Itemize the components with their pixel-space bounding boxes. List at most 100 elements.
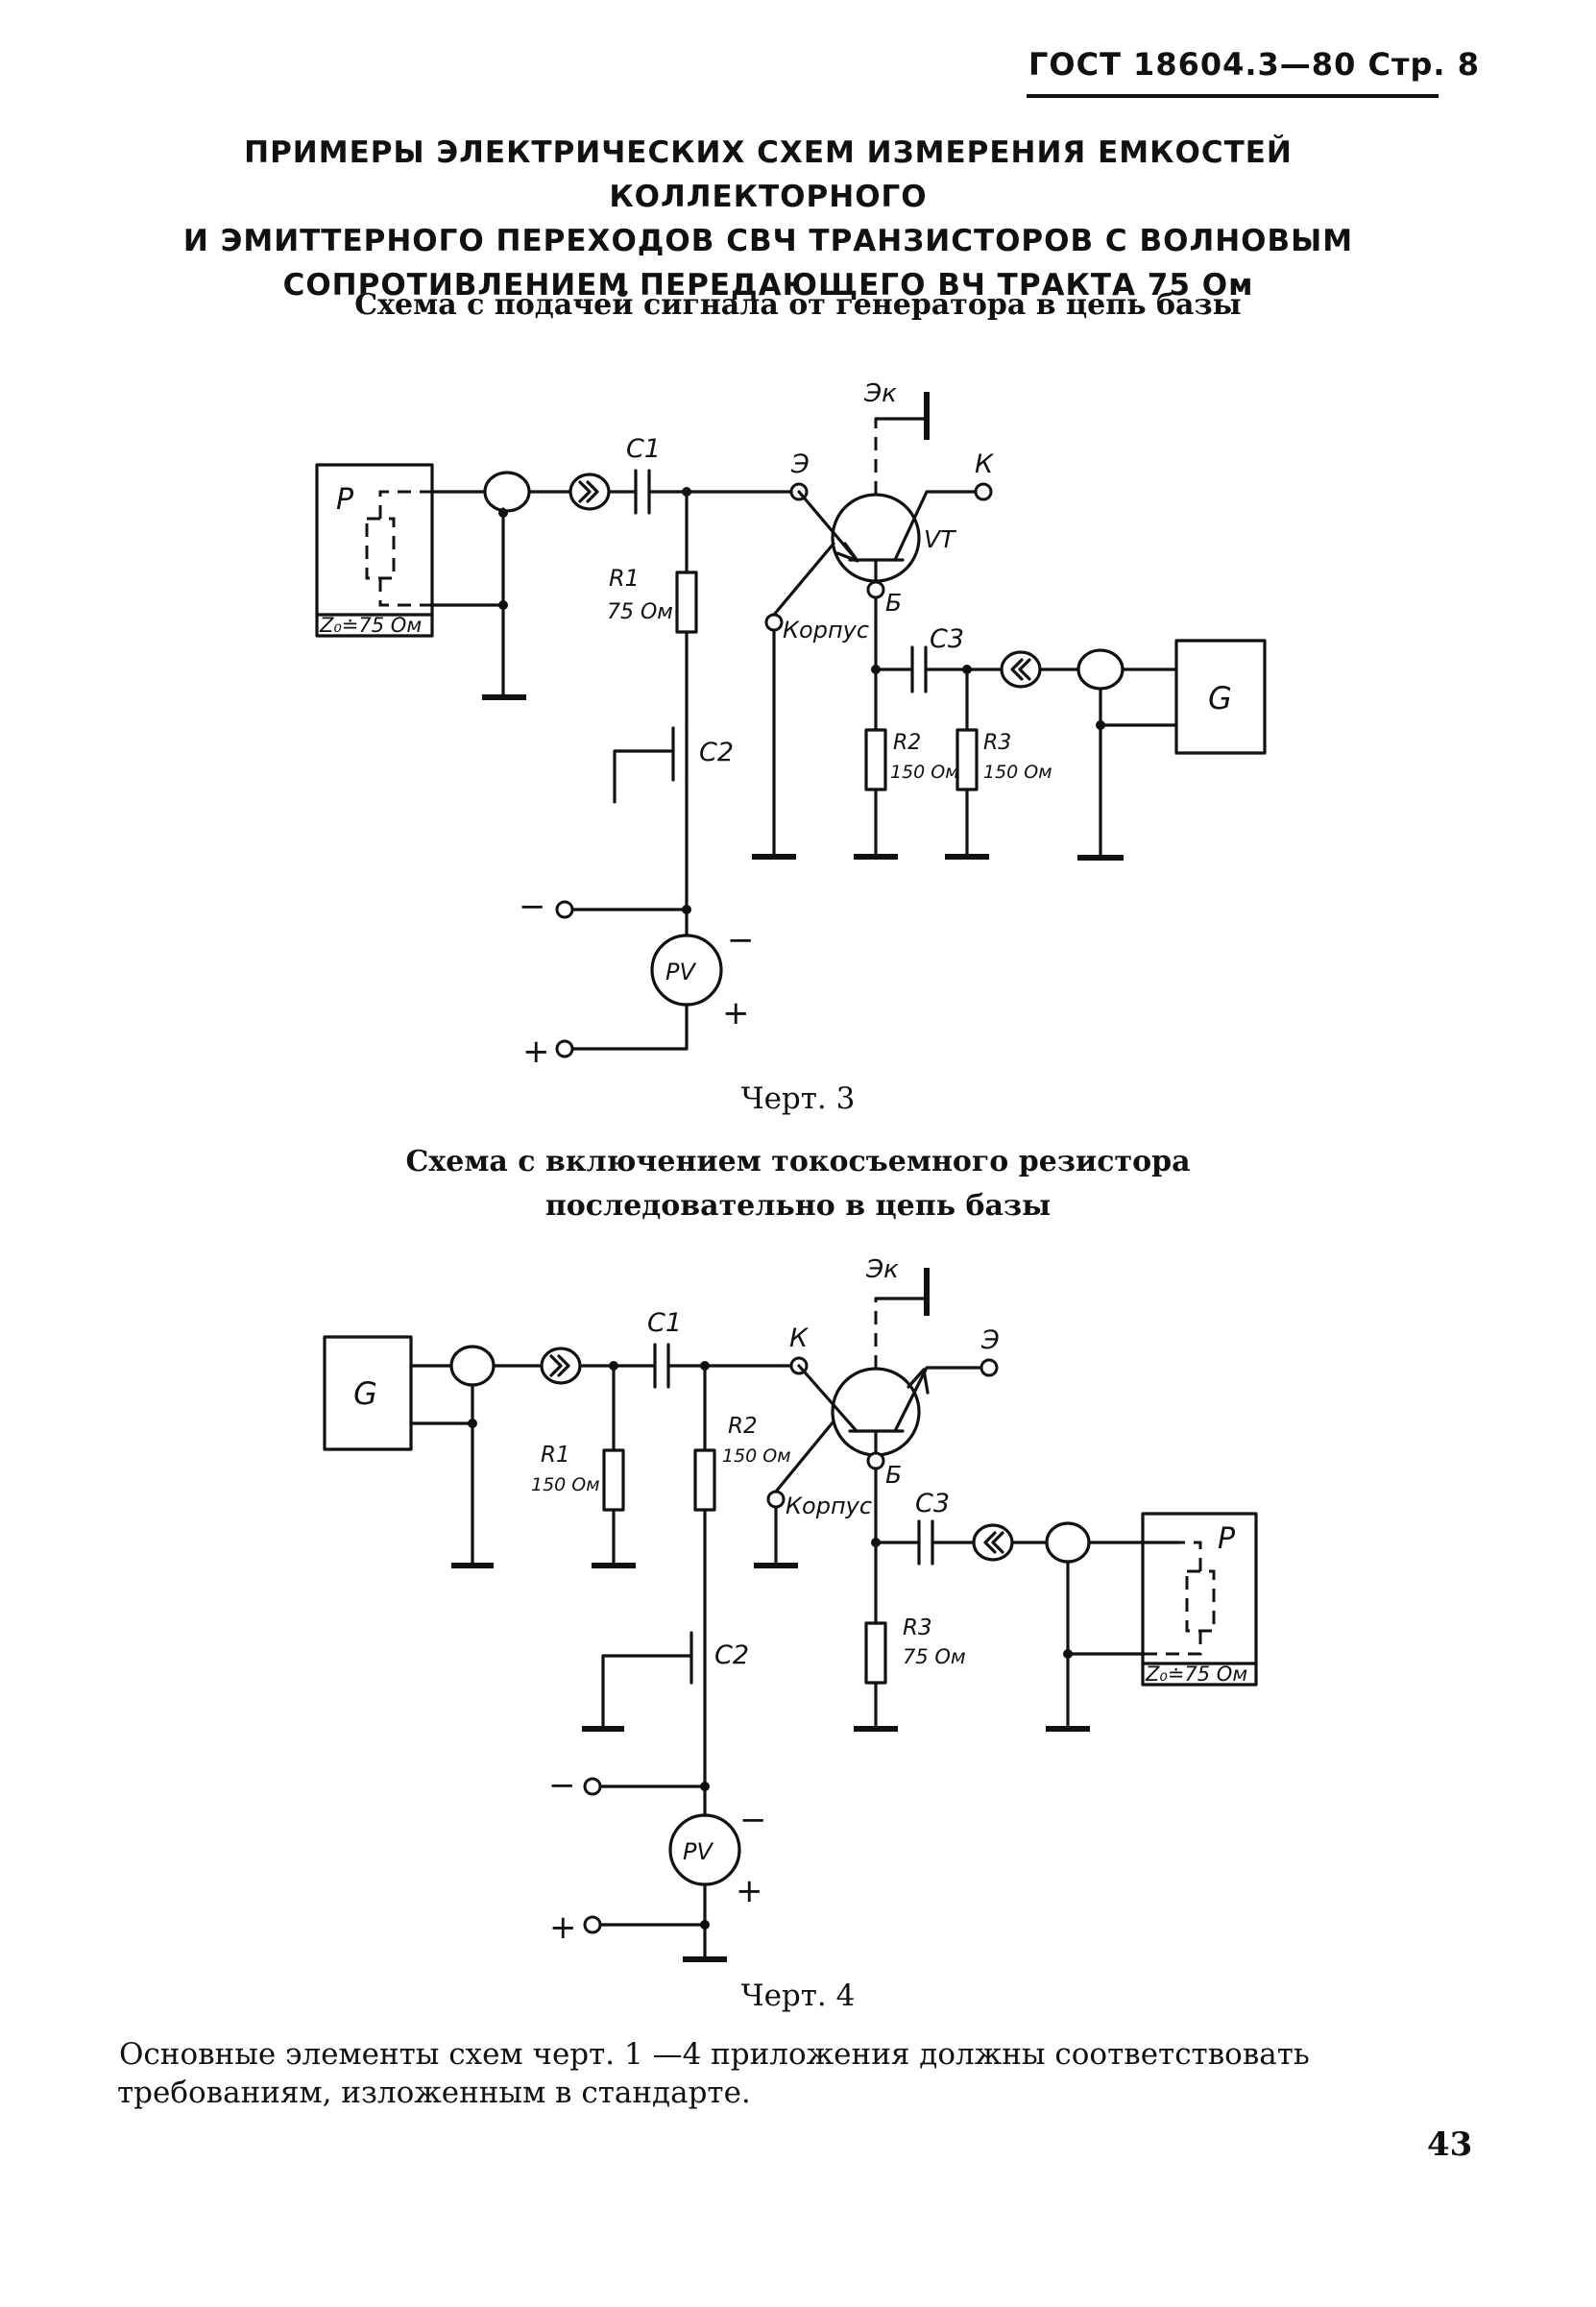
collector-lead	[797, 1364, 858, 1433]
footnote: Основные элементы схем черт. 1 —4 прилож…	[117, 2035, 1483, 2112]
r1-label: R1	[609, 565, 640, 592]
plus-terminal-label: +	[522, 1032, 550, 1071]
shield-label: Эк	[865, 1255, 899, 1284]
figure4-schematic: G R1 150 Ом C1 К R2 150 Ом C2 − PV − + +	[323, 1255, 1258, 1962]
r2-value: 150 Ом	[722, 1445, 791, 1467]
document-title: ПРИМЕРЫ ЭЛЕКТРИЧЕСКИХ СХЕМ ИЗМЕРЕНИЯ ЕМК…	[86, 131, 1450, 307]
r2-label: R2	[893, 731, 921, 755]
load-resistor-dashed	[1185, 1569, 1216, 1633]
page-header: ГОСТ 18604.3—80 Стр. 8	[1028, 46, 1480, 83]
base-terminal[interactable]	[866, 580, 885, 599]
r3-resistor	[864, 1621, 887, 1685]
base-terminal[interactable]	[866, 1451, 885, 1470]
r3-value: 75 Ом	[903, 1645, 966, 1668]
junction	[498, 508, 508, 518]
receiver-label: P	[336, 483, 354, 517]
emitter-label: Э	[790, 449, 810, 479]
r3-resistor	[955, 728, 979, 791]
figure4-label: Черт. 4	[740, 1979, 856, 2013]
load-resistor-dashed	[365, 517, 396, 580]
coax-connector	[449, 1345, 496, 1387]
figure4-caption: Схема с включением токосъемного резистор…	[0, 1140, 1596, 1228]
emitter-terminal[interactable]	[979, 1358, 999, 1377]
collector-terminal[interactable]	[974, 482, 993, 501]
receiver-box	[1141, 1512, 1258, 1687]
c2-label: C2	[714, 1640, 749, 1670]
case-lead	[772, 542, 835, 617]
header-rule	[1027, 94, 1439, 98]
coax-connector	[483, 471, 531, 513]
emitter-lead	[893, 1366, 983, 1433]
r2-value: 150 Ом	[890, 762, 959, 783]
zo-label: Z₀≐75 Ом	[1145, 1663, 1247, 1686]
minus-terminal[interactable]	[555, 900, 574, 919]
coax-connector	[1076, 648, 1124, 691]
load-leads	[378, 490, 432, 607]
c1-label: C1	[626, 434, 661, 464]
shield-label: Эк	[863, 379, 897, 408]
base-label: Б	[885, 1461, 902, 1489]
junction	[498, 600, 508, 610]
receiver-label: P	[1218, 1522, 1236, 1556]
r1-value: 150 Ом	[531, 1474, 600, 1495]
c3-label: C3	[930, 624, 964, 654]
footnote-line: требованиям, изложенным в стандарте.	[117, 2076, 751, 2110]
attenuator-chevrons	[578, 480, 599, 503]
pv-plus-label: +	[736, 1872, 763, 1910]
wire	[613, 749, 675, 804]
load-leads	[1143, 1541, 1202, 1656]
pv-minus-label: −	[727, 921, 755, 959]
figure3-label: Черт. 3	[740, 1081, 856, 1116]
r1-resistor	[602, 1448, 625, 1512]
r1-resistor	[675, 571, 698, 634]
receiver-box	[315, 463, 434, 638]
caption-line: последовательно в цепь базы	[544, 1189, 1052, 1223]
zo-label: Z₀≐75 Ом	[319, 614, 422, 637]
figure3-caption: Схема с подачей сигнала от генератора в …	[354, 288, 1242, 322]
attenuator-chevrons	[549, 1354, 570, 1377]
title-line: ПРИМЕРЫ ЭЛЕКТРИЧЕСКИХ СХЕМ ИЗМЕРЕНИЯ ЕМК…	[244, 135, 1293, 214]
coax-connector	[1045, 1521, 1091, 1564]
r3-label: R3	[983, 731, 1011, 755]
r3-value: 150 Ом	[983, 762, 1052, 783]
plus-terminal[interactable]	[583, 1915, 602, 1934]
case-label: Корпус	[783, 617, 869, 644]
title-line: И ЭМИТТЕРНОГО ПЕРЕХОДОВ СВЧ ТРАНЗИСТОРОВ…	[182, 224, 1354, 258]
plus-terminal-label: +	[549, 1908, 577, 1947]
minus-terminal[interactable]	[583, 1777, 602, 1796]
pv-minus-label: −	[739, 1801, 767, 1839]
attenuator-chevrons	[1010, 658, 1031, 681]
plus-terminal[interactable]	[555, 1039, 574, 1058]
wire	[568, 1003, 689, 1051]
generator-label: G	[1208, 680, 1232, 716]
minus-terminal-label: −	[519, 887, 546, 926]
generator-label: G	[353, 1375, 377, 1412]
case-lead	[774, 1420, 835, 1493]
title-line: СОПРОТИВЛЕНИЕМ ПЕРЕДАЮЩЕГО ВЧ ТРАКТА 75 …	[282, 268, 1254, 303]
figure3-schematic: P Z₀≐75 Ом C1 Э R1 75 Ом C2 − PV − + + V…	[315, 379, 1267, 1071]
case-terminal[interactable]	[764, 613, 784, 632]
transistor-label: VT	[924, 525, 956, 553]
caption-line: Схема с включением токосъемного резистор…	[405, 1145, 1191, 1178]
pv-plus-label: +	[722, 994, 750, 1032]
base-label: Б	[885, 589, 902, 617]
r3-label: R3	[903, 1615, 932, 1640]
generator-box	[323, 1335, 413, 1451]
r2-resistor	[864, 728, 887, 791]
wire	[601, 1654, 693, 1731]
page-number: 43	[1427, 2125, 1473, 2164]
c2-label: C2	[699, 738, 734, 767]
c3-label: C3	[915, 1489, 950, 1518]
r2-resistor	[693, 1448, 716, 1512]
case-terminal[interactable]	[766, 1490, 786, 1509]
c1-label: C1	[647, 1308, 682, 1338]
footnote-line: Основные элементы схем черт. 1 —4 прилож…	[119, 2037, 1310, 2072]
case-label: Корпус	[786, 1493, 872, 1519]
emitter-arrow	[907, 1368, 930, 1395]
minus-terminal-label: −	[548, 1766, 576, 1805]
emitter-label: Э	[980, 1325, 1000, 1355]
r2-label: R2	[728, 1414, 758, 1439]
attenuator-chevrons	[983, 1531, 1004, 1554]
collector-lead	[893, 490, 979, 562]
r1-value: 75 Ом	[607, 600, 673, 624]
